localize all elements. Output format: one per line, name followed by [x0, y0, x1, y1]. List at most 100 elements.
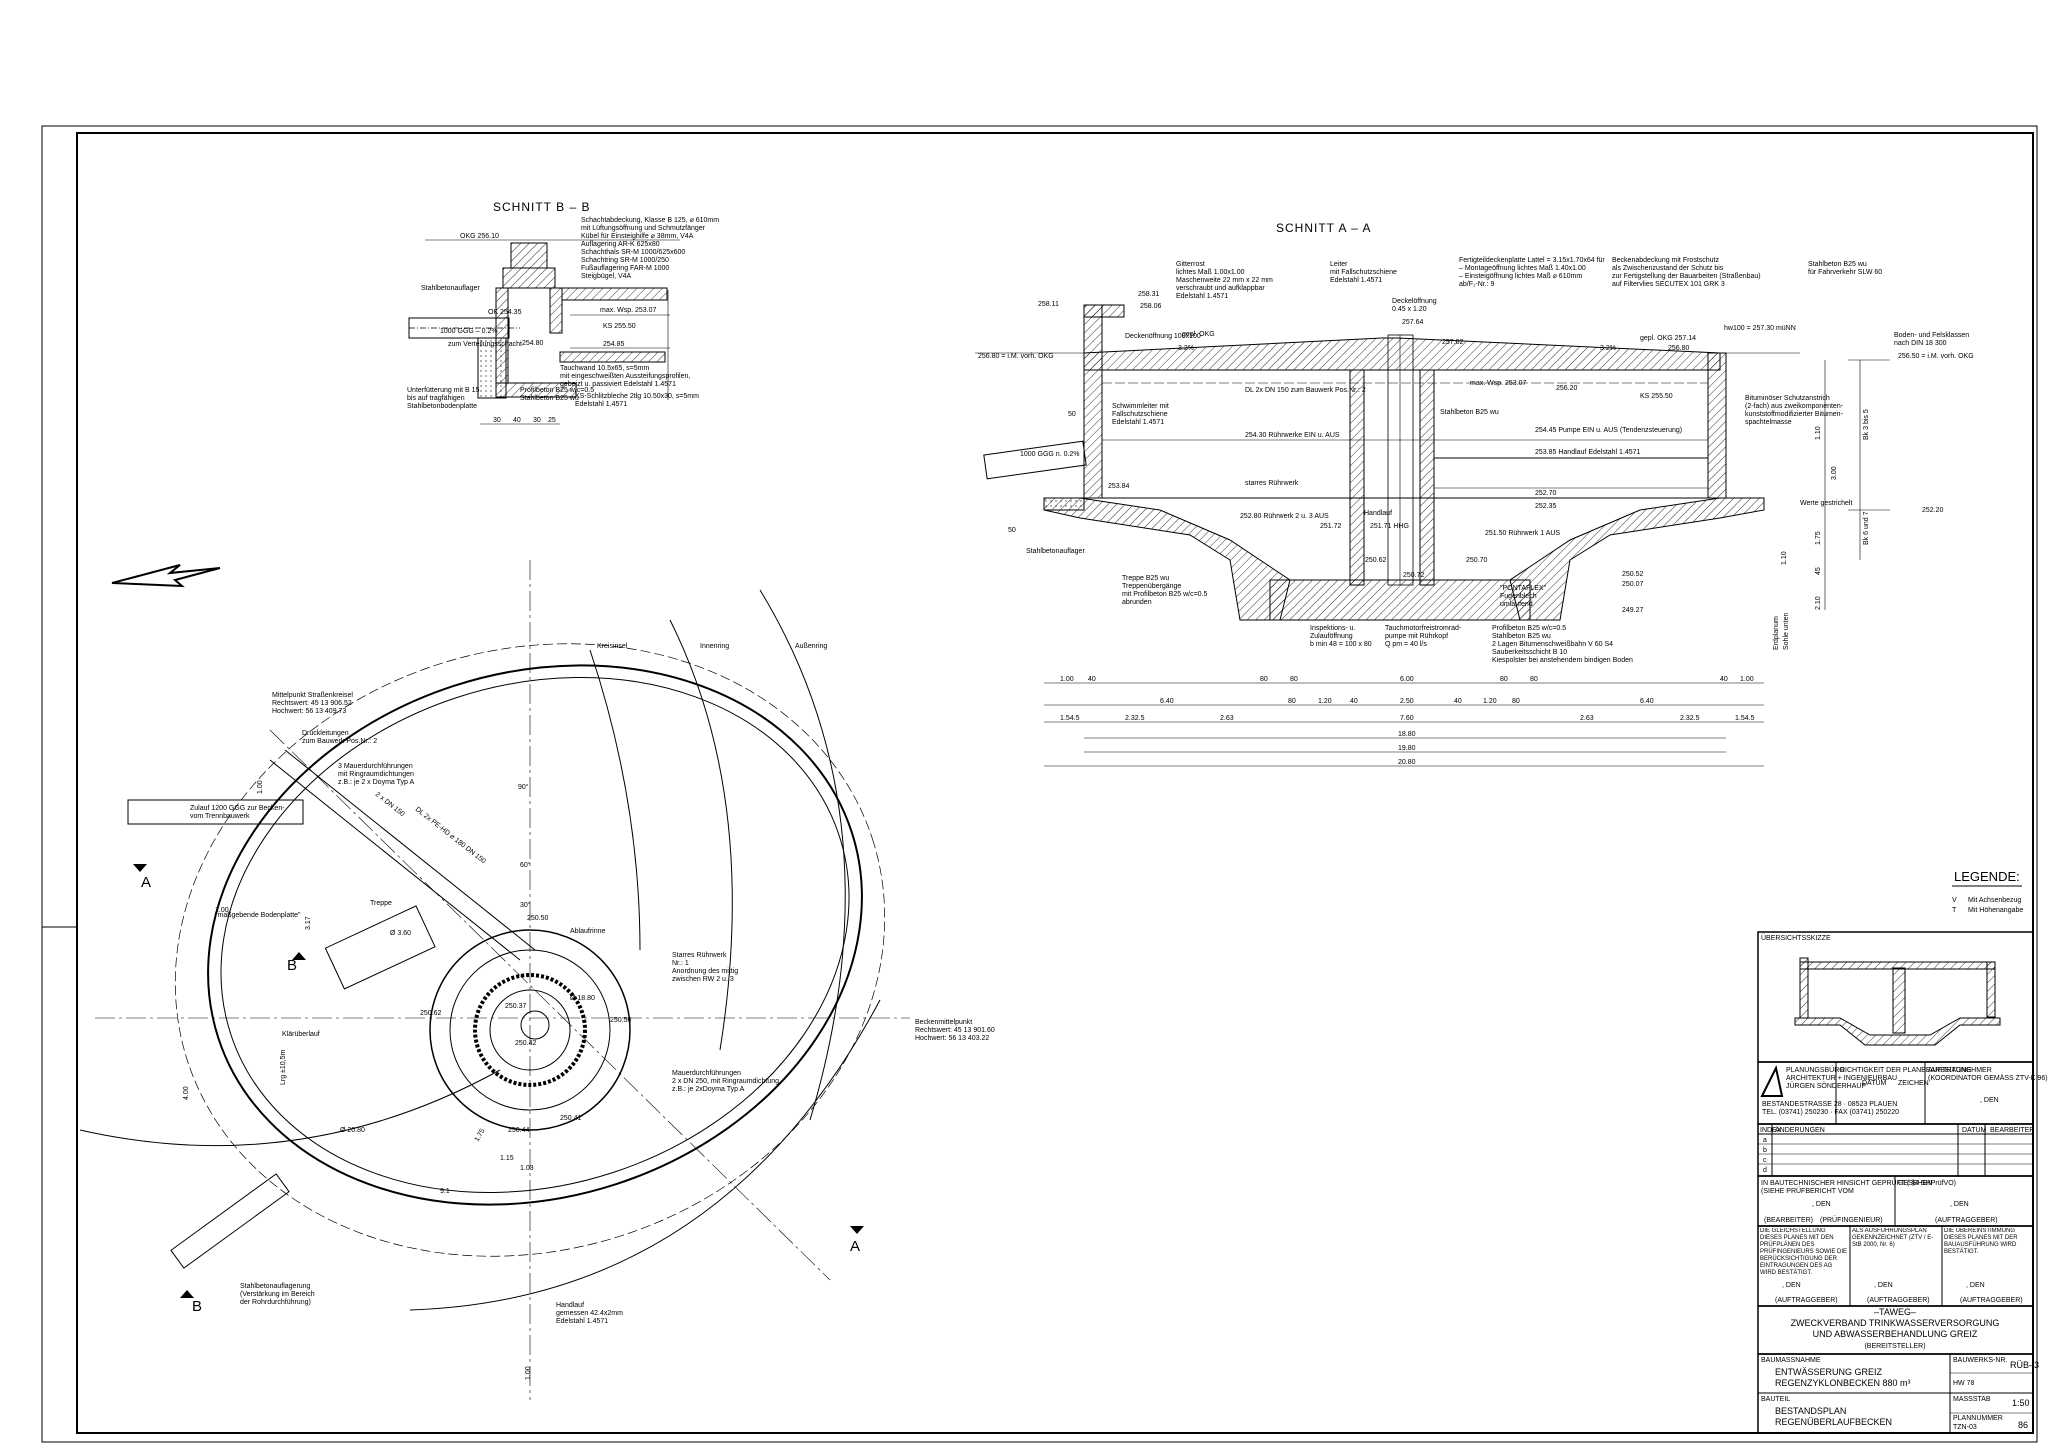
index-hdr: INDEX [1760, 1127, 1782, 1134]
arc-kreisinsel [589, 649, 641, 951]
dim-r1-6: 1.20 [1483, 698, 1497, 705]
dim-b-2: 30 [533, 417, 541, 424]
left-wall [1083, 304, 1103, 499]
org-line4: (BEREITSTELLER) [1864, 1343, 1925, 1350]
col-client2: (KOORDINATOR GEMÄSS ZTV-K 96) [1928, 1074, 2048, 1082]
buildno-hdr: BAUWERKS-NR. [1953, 1357, 2008, 1364]
firm-type: ARCHITEKTUR + INGENIEURBAU [1786, 1075, 1897, 1082]
arc-outer-left [79, 1069, 501, 1147]
check-3: DIE ÜBEREINSTIMMUNG DIESES PLANES MIT DE… [1944, 1228, 2018, 1255]
firm-address: BESTANDESTRASSE 28 · 08523 PLAUEN [1762, 1101, 1897, 1108]
section-mark-b-bottom: B [192, 1298, 202, 1315]
elev-a-7: gepl. OKG 257.14 [1640, 335, 1696, 342]
label-b-20: zum Verteilungsschacht [448, 341, 522, 348]
label-a-top-11: – Montageöffnung lichtes Maß 1.40x1.00 [1459, 265, 1586, 272]
review-text: IN BAUTECHNISCHER HINSICHT GEPRÜFT ( §4 … [1761, 1179, 1956, 1187]
label-a-top-9: 0.45 x 1.20 [1392, 306, 1427, 313]
planno: 86 [2018, 1420, 2028, 1430]
outlet-pipe-plan [170, 1173, 290, 1269]
plan-label-36: 250.50 [527, 915, 549, 922]
plan-label-27: gemessen 42.4x2mm [556, 1310, 623, 1317]
dim-r1-5: 40 [1454, 698, 1462, 705]
dim-r1-2: 1.20 [1318, 698, 1332, 705]
plan-label-34: "maßgebende Bodenplatte" [215, 912, 301, 919]
plan-label-19: Beckenmittelpunkt [915, 1019, 972, 1026]
outer-frame [41, 125, 2038, 1443]
elev-a-26: 249.27 [1622, 607, 1644, 614]
check-1: DIE GLEICHSTELLUNG DIESES PLANES MIT DEN… [1760, 1228, 1848, 1276]
label-a-top-8: Deckelöffnung [1392, 298, 1437, 305]
elev-a-13: max. Wsp. 253.07 [1470, 380, 1527, 387]
dim-r0-3: 80 [1290, 676, 1298, 683]
legend: LEGENDE: V Mit Achsenbezug T Mit Höhenan… [1952, 869, 2023, 914]
tank-outer-ring-inner [220, 676, 850, 1194]
overview-sketch-wall-r [1986, 961, 1996, 1018]
chamber-roof [561, 287, 668, 301]
tank-outer-ring [207, 664, 863, 1206]
plan-label-43: 4.00 [183, 1086, 190, 1100]
dim-b-0: 30 [493, 417, 501, 424]
ring-kreisinsel: Kreisinsel [597, 643, 628, 650]
label-a-in-35: Kiespolster bei anstehendem bindigen Bod… [1492, 657, 1633, 664]
label-b-6: Fußauflagering FAR-M 1000 [581, 265, 669, 272]
axis-diagonal [269, 729, 831, 1281]
plan-label-25: der Rohrdurchführung) [240, 1299, 311, 1306]
inlet-pipe-a [983, 440, 1087, 480]
elev-a-11: 3.2% [1178, 345, 1194, 352]
plan-label-45: 1.15 [500, 1155, 514, 1162]
plan-label-23: Stahlbetonauflagerung [240, 1283, 311, 1290]
plan-label-41: 250.44 [508, 1127, 530, 1134]
review-den: , DEN [1812, 1201, 1831, 1208]
label-a-in-1: DL 2x DN 150 zum Bauwerk Pos.Nr.: 2 [1245, 387, 1366, 394]
col-client: AUFTRAGNEHMER [1928, 1067, 1992, 1074]
dim-r0-2: 80 [1260, 676, 1268, 683]
measure-hdr: BAUMASSNAHME [1761, 1357, 1821, 1364]
label-a-in-6: starres Rührwerk [1245, 480, 1299, 487]
dim-r0-4: 6.00 [1400, 676, 1414, 683]
review-sub: (SIEHE PRÜFBERICHT VOM [1761, 1187, 1854, 1195]
plan-label-52: Ø 18.80 [570, 995, 595, 1002]
plan-label-9: vom Trennbauwerk [190, 813, 250, 820]
elev-a-1: 258.31 [1138, 291, 1160, 298]
check2-den: , DEN [1874, 1282, 1893, 1289]
elev-a-21: 250.62 [1365, 557, 1387, 564]
plan-label-47: 1.03 [520, 1165, 534, 1172]
elev-a-20: 251.71 HHG [1370, 523, 1409, 530]
org-line1: –TAWEG– [1874, 1307, 1916, 1317]
elev-a-17: 252.70 [1535, 490, 1557, 497]
elev-a-0: 258.11 [1038, 301, 1059, 308]
label-a-top-15: als Zwischenzustand der Schutz bis [1612, 265, 1724, 272]
elev-wsp-b: max. Wsp. 253.07 [600, 307, 657, 314]
label-a-in-32: Stahlbeton B25 wu [1492, 633, 1551, 640]
plan-label-14: Anordnung des mittig [672, 968, 738, 975]
tank-foundation [174, 643, 886, 1257]
dim-r2-2: 2.63 [1220, 715, 1234, 722]
role-reviewer: (PRÜFINGENIEUR) [1820, 1216, 1883, 1224]
elev-a-28: Werte gestrichelt [1800, 500, 1852, 507]
overview-title: ÜBERSICHTSSKIZZE [1761, 934, 1831, 942]
plan-label-20: Rechtswert: 45 13 901.60 [915, 1027, 995, 1034]
stair-plan [324, 905, 436, 990]
elev-a-27: 252.20 [1922, 507, 1944, 514]
measure-1: ENTWÄSSERUNG GREIZ [1775, 1367, 1883, 1377]
plan-label-44: 1.75 [474, 1128, 487, 1143]
seen-label: GESEHEN [1898, 1180, 1932, 1187]
section-a-title: SCHNITT A – A [1276, 221, 1371, 235]
section-marker-b-bottom-icon [180, 1290, 194, 1298]
label-b-15: Stahlbetonauflager [421, 285, 480, 292]
label-a-in-36: 1000 GGG n. 0.2% [1020, 451, 1080, 458]
elev-a-19: 251.72 [1320, 523, 1342, 530]
dim-r2-6: 1.54.5 [1735, 715, 1755, 722]
dim-r0-0: 1.00 [1060, 676, 1074, 683]
check-3-wrap: DIE ÜBEREINSTIMMUNG DIESES PLANES MIT DE… [1944, 1228, 2018, 1255]
label-a-in-2: Schwimmleiter mit [1112, 403, 1169, 410]
label-a-top-17: auf Filtervlies SECUTEX 101 GRK 3 [1612, 281, 1725, 288]
plan-label-49: 60° [520, 861, 531, 869]
label-b-2: Kübel für Einsteighilfe ⌀ 38mm, V4A [581, 233, 694, 240]
dim-r2-0: 1.54.5 [1060, 715, 1080, 722]
title-block: ÜBERSICHTSSKIZZE PLANUNGSBÜRO ARCHITEKTU… [1757, 931, 2048, 1434]
elev-254-80: 254.80 [522, 340, 544, 347]
central-shaft-right [1419, 369, 1435, 586]
label-a-in-15: spachtelmasse [1745, 419, 1792, 426]
dim-r0-7: 40 [1720, 676, 1728, 683]
